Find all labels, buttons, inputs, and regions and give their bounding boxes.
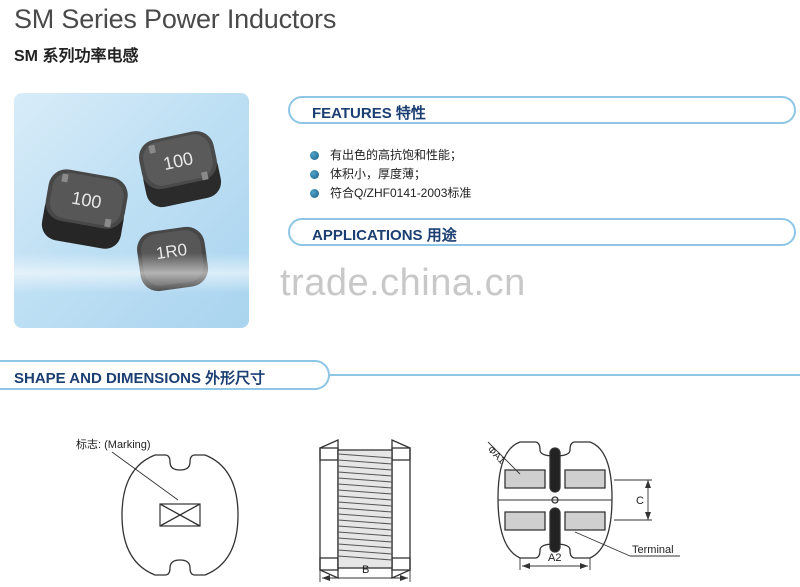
product-photo: 100 100 1R0 <box>14 93 249 328</box>
top-view-drawing: 标志: (Marking) <box>76 437 239 576</box>
page-title: SM Series Power Inductors <box>14 4 337 34</box>
applications-heading-box: APPLICATIONS 用途 <box>288 218 796 246</box>
applications-heading: APPLICATIONS 用途 <box>312 227 457 244</box>
list-item: 体积小，厚度薄； <box>308 165 471 184</box>
divider <box>0 374 800 376</box>
photo-reflection <box>14 253 249 293</box>
terminal-label: Terminal <box>632 544 674 556</box>
bullet-icon <box>310 151 319 160</box>
dimension-a2-label: A2 <box>548 552 561 564</box>
list-item: 有出色的高抗饱和性能； <box>308 146 471 165</box>
side-view-drawing: B <box>319 438 411 582</box>
dimension-c-label: C <box>636 495 644 507</box>
dimension-b-label: B <box>362 564 369 576</box>
features-heading-box: FEATURES 特性 <box>288 96 796 124</box>
list-item: 符合Q/ZHF0141-2003标准 <box>308 184 471 203</box>
bullet-icon <box>310 189 319 198</box>
marking-label: 标志: (Marking) <box>76 437 151 451</box>
dimension-drawings: 标志: (Marking) B <box>76 437 680 582</box>
shape-heading-box: SHAPE AND DIMENSIONS 外形尺寸 <box>0 360 330 390</box>
bullet-icon <box>310 170 319 179</box>
shape-section-header: SHAPE AND DIMENSIONS 外形尺寸 <box>0 360 800 390</box>
features-heading: FEATURES 特性 <box>312 105 426 122</box>
dimension-a1-label: ΦA1 <box>485 444 507 466</box>
bottom-view-drawing: ΦA1 C A2 Terminal <box>485 441 680 570</box>
shape-heading: SHAPE AND DIMENSIONS 外形尺寸 <box>14 370 266 387</box>
features-list: 有出色的高抗饱和性能； 体积小，厚度薄； 符合Q/ZHF0141-2003标准 <box>308 146 471 203</box>
watermark: trade.china.cn <box>280 262 526 304</box>
page-subtitle: SM 系列功率电感 <box>14 48 139 65</box>
